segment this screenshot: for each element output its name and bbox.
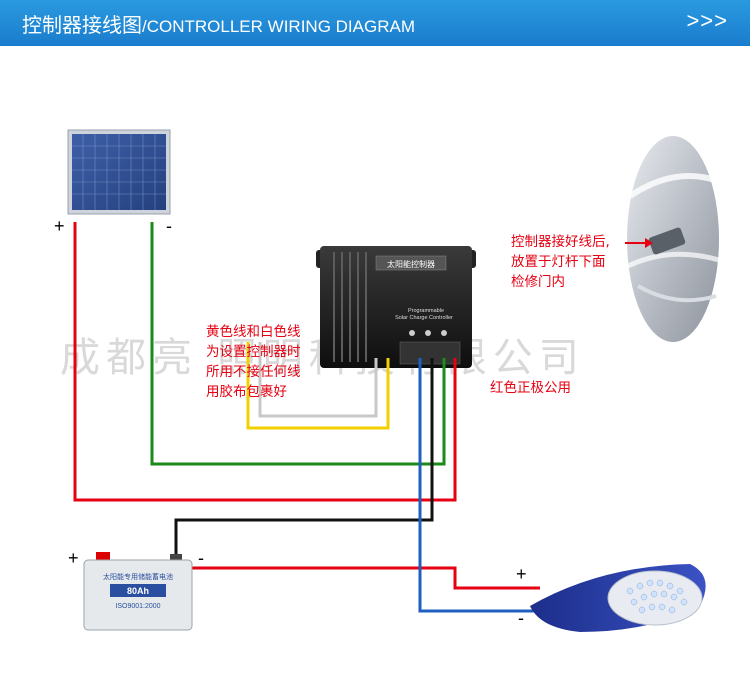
- controller-label: 太阳能控制器: [387, 259, 435, 269]
- wire-green: [150, 222, 446, 466]
- battery-plus-sign: +: [68, 548, 79, 568]
- note-line: 检修门内: [511, 274, 565, 290]
- battery-cert: ISO9001:2000: [115, 603, 160, 610]
- controller-subtitle-2: Solar Charge Controller: [395, 315, 453, 321]
- note-placement: 控制器接好线后, 放置于灯杆下面 检修门内: [511, 232, 610, 292]
- battery-label: 太阳能专用储能蓄电池: [103, 572, 173, 581]
- wire-red-main: [73, 222, 457, 502]
- page-title: 控制器接线图/CONTROLLER WIRING DIAGRAM: [22, 9, 415, 38]
- wires: [73, 222, 540, 613]
- solar-panel: [67, 129, 171, 215]
- wiring-diagram: 太阳能控制器 Programmable Solar Charge Control…: [67, 129, 720, 632]
- note-line: 放置于灯杆下面: [511, 254, 606, 270]
- pole-interior-photo: [626, 136, 720, 342]
- battery-capacity: 80Ah: [127, 586, 149, 596]
- led-street-lamp: [530, 564, 706, 632]
- wire-blue: [418, 358, 540, 613]
- controller-subtitle-1: Programmable: [408, 308, 444, 314]
- lamp-plus-sign: +: [516, 564, 527, 584]
- panel-minus-sign: -: [166, 216, 172, 236]
- wire-red-battery: [105, 566, 540, 590]
- note-line: 所用不接任何线: [206, 364, 301, 380]
- note-red-common: 红色正极公用: [490, 380, 571, 396]
- battery: 太阳能专用储能蓄电池 80Ah ISO9001:2000: [83, 552, 193, 631]
- note-line: 控制器接好线后,: [511, 234, 610, 250]
- title-en: CONTROLLER WIRING DIAGRAM: [146, 17, 415, 36]
- placement-arrow: [625, 238, 653, 248]
- note-line: 为设置控制器时: [206, 344, 301, 360]
- more-arrows[interactable]: >>>: [686, 8, 728, 33]
- battery-minus-sign: -: [198, 548, 204, 568]
- lamp-minus-sign: -: [518, 608, 524, 628]
- panel-plus-sign: +: [54, 216, 65, 236]
- solar-panel-grid: [72, 134, 166, 210]
- charge-controller: 太阳能控制器 Programmable Solar Charge Control…: [316, 246, 476, 368]
- note-yellow-white-wires: 黄色线和白色线 为设置控制器时 所用不接任何线 用胶布包裹好: [206, 322, 301, 402]
- note-line: 用胶布包裹好: [206, 384, 287, 400]
- title-cn: 控制器接线图: [22, 13, 142, 37]
- header-bar: 控制器接线图/CONTROLLER WIRING DIAGRAM >>>: [0, 0, 750, 46]
- wire-yellow: [246, 342, 390, 430]
- wire-black: [174, 358, 434, 560]
- title-sep: /: [142, 17, 147, 36]
- wire-white: [258, 342, 378, 418]
- note-line: 黄色线和白色线: [206, 324, 301, 340]
